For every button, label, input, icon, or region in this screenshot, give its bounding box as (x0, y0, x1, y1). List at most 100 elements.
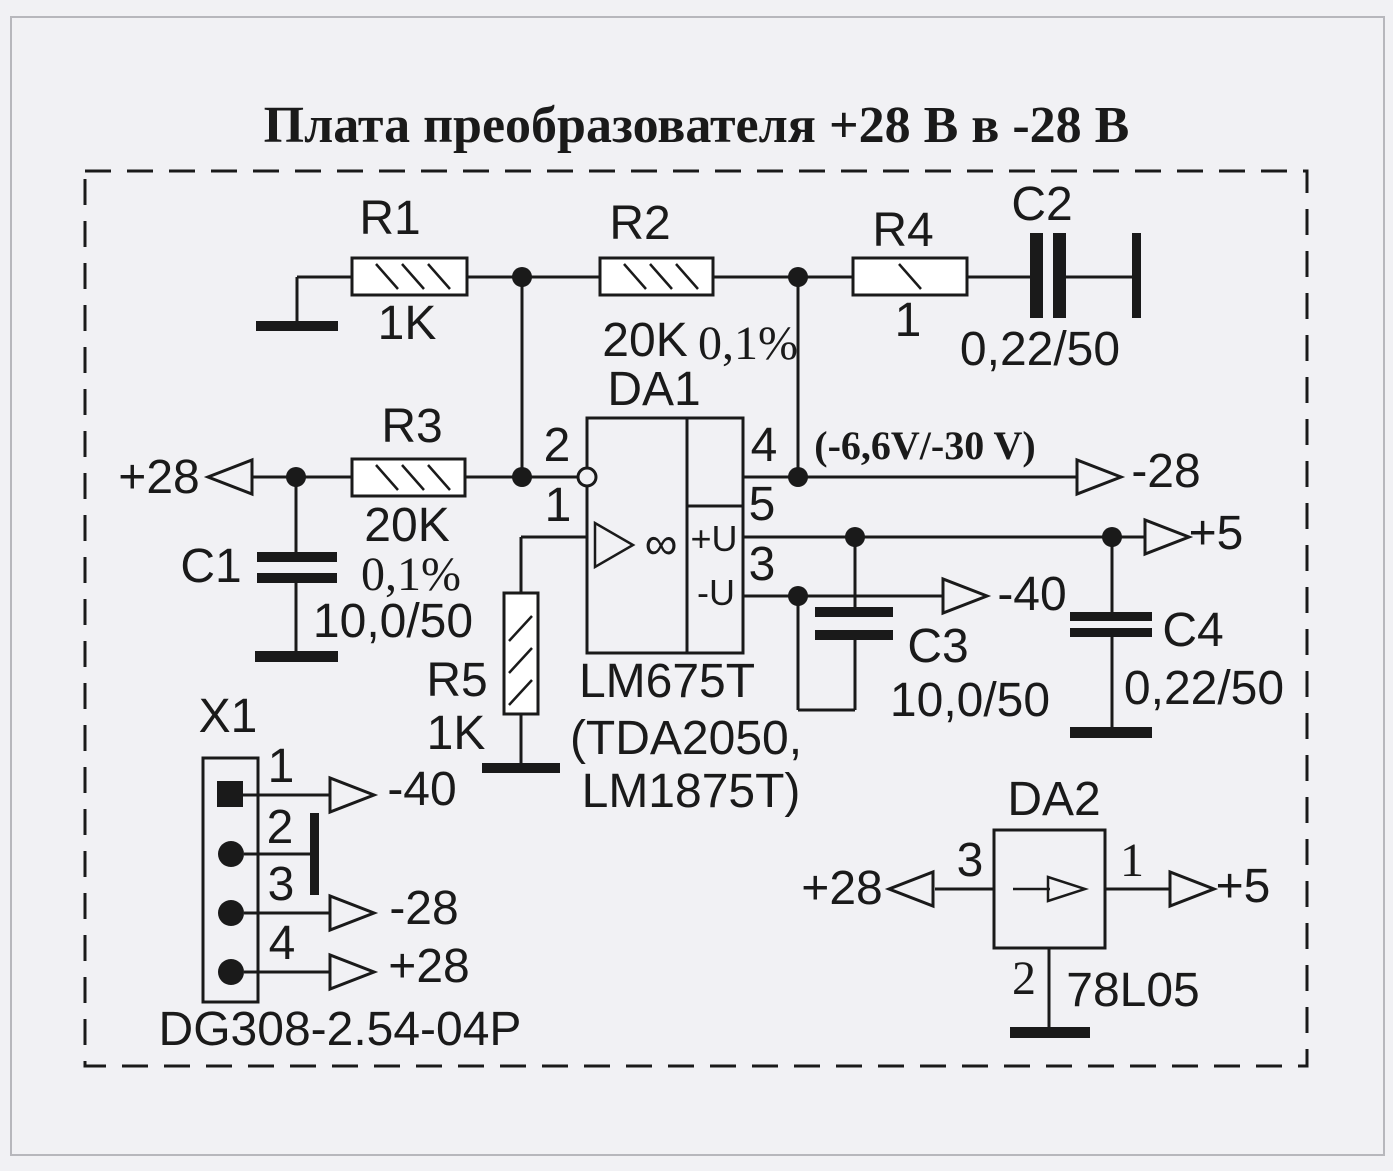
resistor-hatch (623, 263, 699, 290)
da1-part-alt2-label: LM1875T) (581, 765, 801, 818)
resistor-r1 (350, 256, 469, 297)
resistor-hatch (375, 464, 451, 491)
junction-dot (788, 586, 808, 606)
r4-value-label: 1 (894, 294, 922, 347)
junction-dot (1102, 527, 1122, 547)
ground-symbol (1010, 1027, 1090, 1038)
x1-pin4-circle (218, 959, 244, 985)
da1-ref-label: DA1 (607, 363, 701, 416)
x1-minus40-label: -40 (387, 763, 457, 816)
x1-pin2-circle (218, 841, 244, 867)
r3-tolerance-label: 0,1% (361, 548, 461, 601)
resistor-r5 (502, 591, 540, 716)
port-arrow-out-minus28 (1075, 457, 1126, 497)
da1-pin2-label: 2 (543, 419, 571, 472)
junction-dots (286, 267, 1122, 606)
da1-pin5-label: 5 (748, 478, 776, 531)
x1-part-label: DG308-2.54-04P (158, 1003, 522, 1056)
ground-symbol (256, 321, 338, 331)
x1-connector (201, 756, 260, 1004)
ground-symbol-vertical (310, 813, 319, 895)
resistor-r3 (350, 457, 467, 498)
port-arrow-x1-minus28 (328, 893, 379, 933)
capacitor-plate (257, 552, 337, 562)
port-arrows (203, 457, 1219, 992)
c2-ref-label: C2 (1011, 178, 1073, 231)
r3-ref-label: R3 (381, 400, 443, 453)
capacitor-c3 (815, 607, 893, 640)
ground-symbols (255, 233, 1152, 1038)
x1-plus28-label: +28 (388, 940, 470, 993)
x1-minus28-label: -28 (389, 882, 459, 935)
c1-value-label: 10,0/50 (312, 595, 474, 648)
da2-regulator (992, 828, 1107, 950)
da1-plus-u-label: +U (690, 518, 738, 559)
x1-pin1-label: 1 (267, 740, 295, 793)
da1-pin1-label: 1 (544, 479, 572, 532)
resistor-hatch (375, 263, 451, 290)
ground-symbol (482, 763, 560, 773)
x1-pin2-label: 2 (266, 801, 294, 854)
c3-value-label: 10,0/50 (889, 674, 1051, 727)
junction-dot (512, 467, 532, 487)
junction-dot (512, 267, 532, 287)
c1-ref-label: C1 (180, 540, 242, 593)
inverting-input-bubble (576, 466, 598, 488)
input-plus28-label: +28 (118, 451, 200, 504)
output-minus40-label: -40 (997, 568, 1067, 621)
x1-pin4-label: 4 (268, 917, 296, 970)
da1-minus-u-label: -U (697, 572, 735, 613)
r2-ref-label: R2 (609, 197, 671, 250)
capacitor-c2 (1030, 233, 1066, 318)
opamp-triangle-icon (593, 520, 636, 570)
capacitor-c4 (1070, 612, 1152, 637)
ground-symbol (255, 651, 338, 662)
da2-pin3-label: 3 (956, 834, 984, 887)
capacitor-c1 (257, 552, 337, 583)
capacitor-plate (257, 573, 337, 583)
board-outline (83, 169, 1309, 1068)
da1-pin3-label: 3 (748, 538, 776, 591)
port-arrow-x1-plus28 (328, 952, 379, 992)
da2-pin1-label: 1 (1120, 834, 1144, 887)
resistor-r4 (851, 256, 969, 297)
c2-value-label: 0,22/50 (959, 323, 1121, 376)
r1-ref-label: R1 (359, 192, 421, 245)
output-minus28-label: -28 (1131, 445, 1201, 498)
c4-ref-label: C4 (1162, 604, 1224, 657)
resistor-hatch (898, 263, 922, 290)
da2-part-label: 78L05 (1066, 964, 1200, 1017)
resistor-r2 (598, 256, 715, 297)
x1-pin3-circle (218, 900, 244, 926)
x1-ref-label: X1 (198, 690, 258, 743)
junction-dot (286, 467, 306, 487)
port-arrow-out-minus40 (941, 576, 992, 616)
port-arrow-x1-minus40 (328, 775, 379, 815)
voltage-note-label: (-6,6V/-30 V) (814, 423, 1036, 468)
junction-dot (845, 527, 865, 547)
capacitor-plate (1070, 612, 1152, 621)
schematic-title: Плата преобразователя +28 В в -28 В (263, 97, 1130, 154)
ground-symbol-vertical (1132, 233, 1141, 318)
r1-value-label: 1K (377, 297, 437, 350)
c4-value-label: 0,22/50 (1123, 662, 1285, 715)
c3-ref-label: C3 (907, 620, 969, 673)
junction-dot (788, 467, 808, 487)
capacitor-plate (1053, 233, 1066, 318)
r5-value-label: 1K (426, 707, 486, 760)
da2-ref-label: DA2 (1007, 773, 1101, 826)
x1-pin1-square (217, 781, 243, 807)
ground-symbol (1070, 727, 1152, 738)
capacitor-plate (1030, 233, 1043, 318)
r3-value-label: 20K (364, 499, 450, 552)
port-arrow-in-plus28 (203, 457, 254, 497)
da2-plus28-label: +28 (801, 862, 883, 915)
port-arrow-da2-plus5 (1168, 869, 1219, 909)
da1-infinity-icon: ∞ (644, 517, 678, 569)
capacitor-plate (815, 607, 893, 617)
da1-part-alt1-label: (TDA2050, (569, 712, 803, 765)
output-plus5-label: +5 (1188, 507, 1244, 560)
da1-opamp (576, 416, 745, 655)
